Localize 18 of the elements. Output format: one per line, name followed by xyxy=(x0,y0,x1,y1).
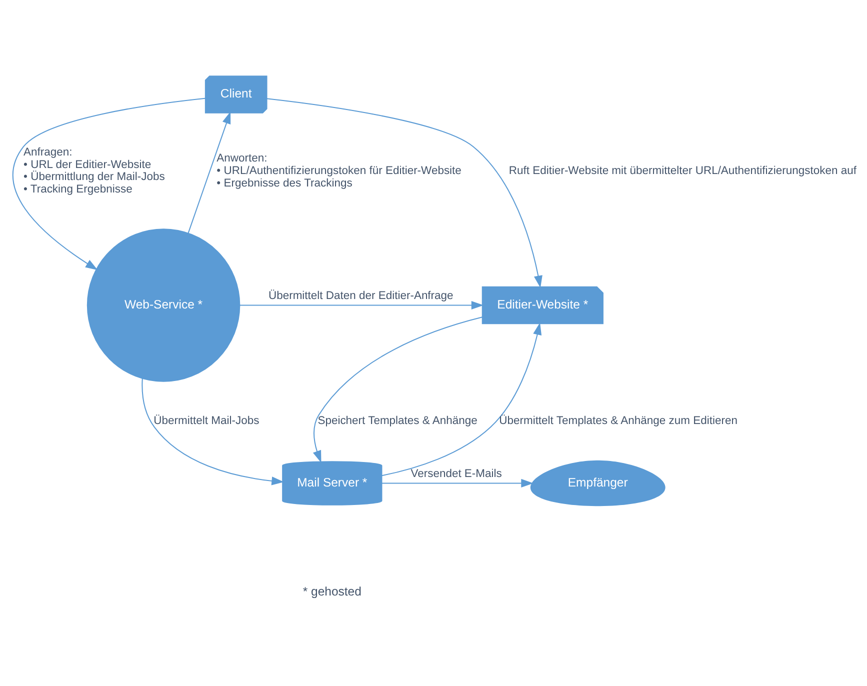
arrow xyxy=(266,98,542,288)
arrow xyxy=(312,316,482,462)
arrow xyxy=(382,478,534,488)
node-circle: Web-Service * xyxy=(86,228,240,382)
edge-label: Übermittelt Templates & Anhänge zum Editieren xyxy=(499,414,738,426)
edge-label: Ruft Editier-Website mit übermittelter URL/Authentifizierungstoken auf xyxy=(508,164,856,176)
edge-label: Anworten: • URL/Authentifizierungstoken für Editier-Website • Ergebnisse des Trackings xyxy=(216,152,462,189)
edge-label: Übermittelt Daten der Editier-Anfrage xyxy=(268,289,454,302)
edge-label: Anfragen: • URL der Editier-Website • Übermittlung der Mail-Jobs • Tracking Ergebnisse xyxy=(24,146,165,195)
edge-label: Speichert Templates & Anhänge xyxy=(318,414,478,426)
arrow xyxy=(382,322,542,476)
arrow xyxy=(188,110,231,233)
edge-label: Versendet E-Mails xyxy=(410,467,502,480)
label: * gehosted xyxy=(302,584,362,598)
arrow xyxy=(142,378,284,485)
arrow xyxy=(240,300,484,310)
edge-label: Übermittelt Mail-Jobs xyxy=(154,414,260,426)
arrow xyxy=(12,97,206,270)
